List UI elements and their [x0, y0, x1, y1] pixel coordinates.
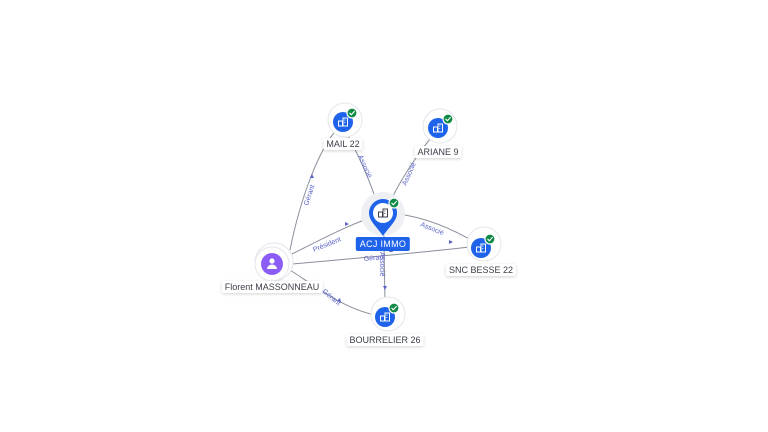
node-label-acj-immo[interactable]: ACJ IMMO: [355, 237, 411, 251]
node-acj-immo[interactable]: [361, 192, 405, 236]
node-label-florent-massonneau[interactable]: Florent MASSONNEAU: [221, 281, 323, 293]
arrow-bourrelier-down: [383, 286, 387, 290]
person-icon: [267, 258, 277, 269]
node-label-bourrelier-26[interactable]: BOURRELIER 26: [346, 334, 424, 346]
node-label-snc-besse-22[interactable]: SNC BESSE 22: [445, 264, 517, 276]
edge-gerant-bourrelier: [289, 269, 381, 317]
edge-label-associe-besse: Associé: [419, 221, 444, 237]
verified-badge: [442, 113, 454, 125]
verified-badge: [388, 197, 400, 209]
building-icon: [378, 208, 388, 218]
edge-label-gerant-bourrelier: Gérant: [321, 288, 342, 307]
edge-label-president: Président: [312, 236, 342, 254]
node-snc-besse-22[interactable]: [466, 226, 502, 262]
node-florent-massonneau[interactable]: [254, 242, 294, 282]
node-mail-22[interactable]: [327, 102, 363, 138]
verified-badge: [388, 302, 400, 314]
edge-label-associe-bourrelier: Associé: [378, 252, 385, 277]
edge-label-gerant-besse: Gérant: [364, 254, 386, 263]
verified-badge: [484, 233, 496, 245]
verified-badge: [346, 107, 358, 119]
node-ariane-9[interactable]: [422, 108, 458, 144]
arrow-mail: [310, 174, 314, 178]
edge-label-gerant-mail: Gérant: [303, 184, 316, 207]
edge-label-associe-mail: Associé: [356, 154, 372, 179]
edge-gerant-besse: [291, 245, 479, 265]
node-dot: [261, 253, 283, 275]
node-label-mail-22[interactable]: MAIL 22: [323, 138, 363, 150]
arrow-acj: [345, 222, 349, 226]
arrow-besse: [449, 240, 453, 244]
node-label-ariane-9[interactable]: ARIANE 9: [414, 146, 462, 158]
edge-label-associe-ariane: Associé: [401, 161, 417, 186]
arrow-bourrelier: [337, 298, 341, 302]
edge-gerant-mail: [289, 127, 339, 251]
node-bourrelier-26[interactable]: [370, 296, 406, 332]
